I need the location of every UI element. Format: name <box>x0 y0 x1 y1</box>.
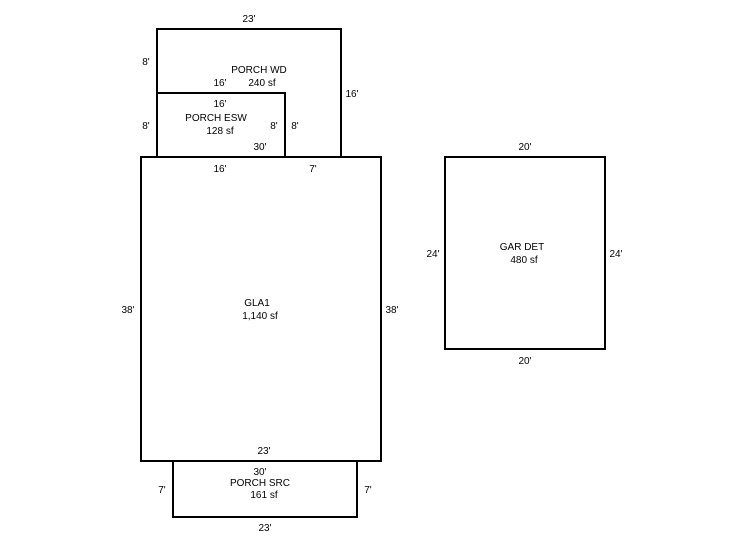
gar-det-dim-right: 24' <box>609 249 622 260</box>
gla1-dim-top-left: 16' <box>213 164 226 175</box>
porch-src-outline <box>172 460 358 518</box>
porch-esw-area: 128 sf <box>206 126 233 137</box>
gla1-name: GLA1 <box>244 298 270 309</box>
gla1-dim-top-right: 7' <box>309 164 317 175</box>
porch-esw-dim-top: 16' <box>213 99 226 110</box>
porch-esw-dim-left: 8' <box>142 121 150 132</box>
porch-esw-dim-bottom: 30' <box>253 142 266 153</box>
gar-det-dim-left: 24' <box>426 249 439 260</box>
gar-det-room: 20' 24' 24' GAR DET 480 sf 20' <box>426 142 622 367</box>
porch-wd-dim-top: 23' <box>242 14 255 25</box>
porch-wd-name: PORCH WD <box>231 65 287 76</box>
porch-src-room: 30' PORCH SRC 161 sf 7' 7' 23' <box>158 460 372 534</box>
gar-det-outline <box>444 156 606 350</box>
porch-esw-name: PORCH ESW <box>185 113 247 124</box>
porch-src-dim-bottom: 23' <box>258 523 271 534</box>
porch-wd-room: 23' 8' 16' PORCH WD 240 sf 16' <box>142 14 359 158</box>
porch-esw-dim-right-outer: 8' <box>291 121 299 132</box>
porch-src-area: 161 sf <box>250 490 277 501</box>
porch-src-name: PORCH SRC <box>230 478 290 489</box>
gar-det-dim-top: 20' <box>518 142 531 153</box>
gla1-outline <box>140 156 382 462</box>
porch-src-dim-right: 7' <box>364 485 372 496</box>
porch-esw-room: 16' PORCH ESW 128 sf 8' 8' 8' 30' <box>142 92 299 158</box>
gla1-dim-right: 38' <box>385 305 398 316</box>
porch-esw-dim-right-inner: 8' <box>270 121 278 132</box>
porch-wd-dim-right: 16' <box>345 89 358 100</box>
porch-src-dim-left: 7' <box>158 485 166 496</box>
gar-det-area: 480 sf <box>510 255 537 266</box>
gar-det-dim-bottom: 20' <box>518 356 531 367</box>
porch-wd-dim-inner: 16' <box>213 78 226 89</box>
porch-wd-area: 240 sf <box>248 78 275 89</box>
gla1-dim-bottom: 23' <box>257 446 270 457</box>
gla1-room: 16' 7' 38' 38' GLA1 1,140 sf 23' <box>121 156 399 462</box>
gar-det-name: GAR DET <box>500 242 544 253</box>
porch-src-dim-top: 30' <box>253 467 266 478</box>
porch-wd-dim-left: 8' <box>142 57 150 68</box>
gla1-dim-left: 38' <box>121 305 134 316</box>
gla1-area: 1,140 sf <box>242 311 278 322</box>
